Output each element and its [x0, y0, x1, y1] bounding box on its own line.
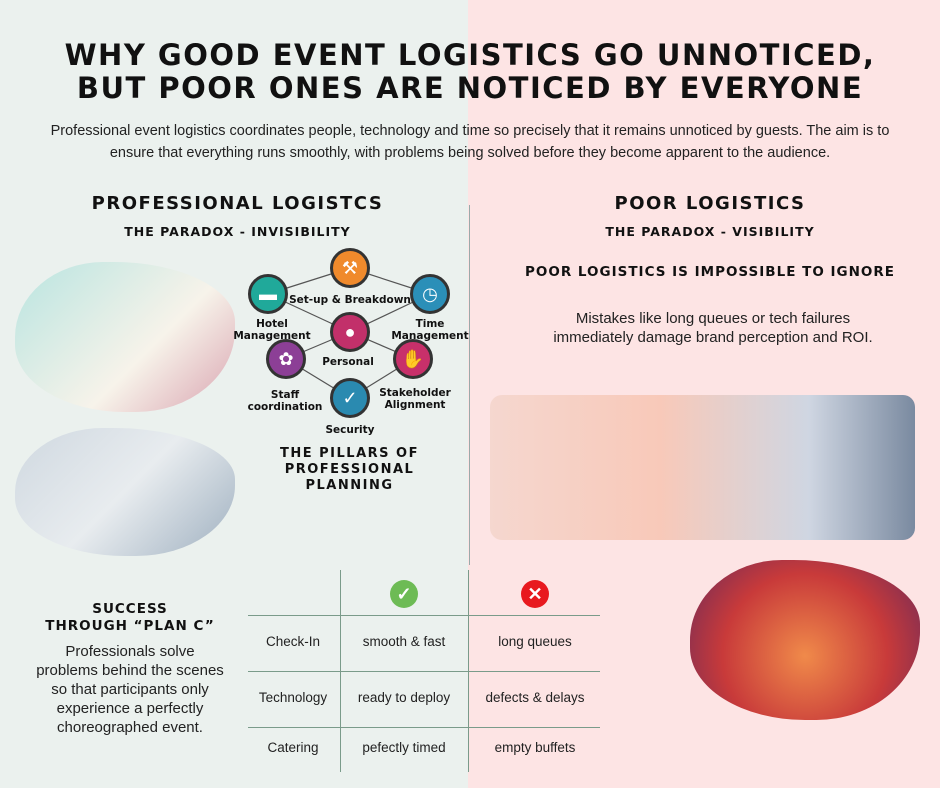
impossible-heading: POOR LOGISTICS IS IMPOSSIBLE TO IGNORE	[524, 264, 895, 280]
impossible-text: Mistakes like long queues or tech failur…	[553, 310, 873, 346]
page-title-line1: WHY GOOD EVENT LOGISTICS GO UNNOTICED,	[64, 38, 876, 72]
pillar-label: Staff coordination	[247, 389, 323, 413]
person-icon: ●	[330, 312, 370, 352]
table-line	[248, 671, 600, 672]
network-planning-illustration	[15, 428, 235, 556]
professional-subheading: THE PARADOX - INVISIBILITY	[124, 224, 351, 239]
pillar-label: Stakeholder Alignment	[379, 387, 451, 411]
check-icon: ✓	[390, 580, 418, 608]
intro-text: Professional event logistics coordinates…	[50, 123, 890, 161]
table-line	[248, 615, 600, 616]
divider	[469, 205, 470, 565]
good-cell: ready to deploy	[357, 690, 451, 705]
pillar-label: Personal	[322, 356, 374, 368]
gala-event-illustration	[15, 262, 235, 412]
pillar-label: Hotel Management	[233, 318, 311, 342]
row-label: Check-In	[265, 634, 321, 649]
professional-heading: PROFESSIONAL LOGISTCS	[91, 193, 384, 214]
clock-icon: ◷	[410, 274, 450, 314]
bad-cell: empty buffets	[494, 740, 576, 755]
chaos-illustration	[690, 560, 920, 720]
table-line	[248, 727, 600, 728]
bad-cell: long queues	[498, 634, 572, 649]
crane-icon: ⚒	[330, 248, 370, 288]
pillar-label: Set-up & Breakdown	[289, 294, 411, 306]
pillars-title: THE PILLARS OF PROFESSIONAL PLANNING	[280, 446, 419, 493]
award-icon: ✿	[266, 339, 306, 379]
plan-c-heading-2: THROUGH “PLAN C”	[45, 618, 215, 634]
good-cell: smooth & fast	[362, 634, 446, 649]
plan-c-text: Professionals solve problems behind the …	[36, 643, 224, 736]
pillar-label: Time Management	[391, 318, 469, 342]
handshake-icon: ✋	[393, 339, 433, 379]
bed-icon: ▬	[248, 274, 288, 314]
queue-illustration	[490, 395, 915, 540]
plan-c-heading: SUCCESS	[92, 601, 168, 617]
pillar-label: Security	[325, 424, 375, 436]
row-label: Technology	[258, 690, 328, 705]
shield-icon: ✓	[330, 378, 370, 418]
row-label: Catering	[267, 740, 319, 755]
poor-heading: POOR LOGISTICS	[614, 193, 806, 214]
good-cell: pefectly timed	[362, 740, 446, 755]
cross-icon: ✕	[521, 580, 549, 608]
poor-subheading: THE PARADOX - VISIBILITY	[605, 224, 815, 239]
bad-cell: defects & delays	[485, 690, 585, 705]
page-title-line2: BUT POOR ONES ARE NOTICED BY EVERYONE	[76, 71, 864, 105]
